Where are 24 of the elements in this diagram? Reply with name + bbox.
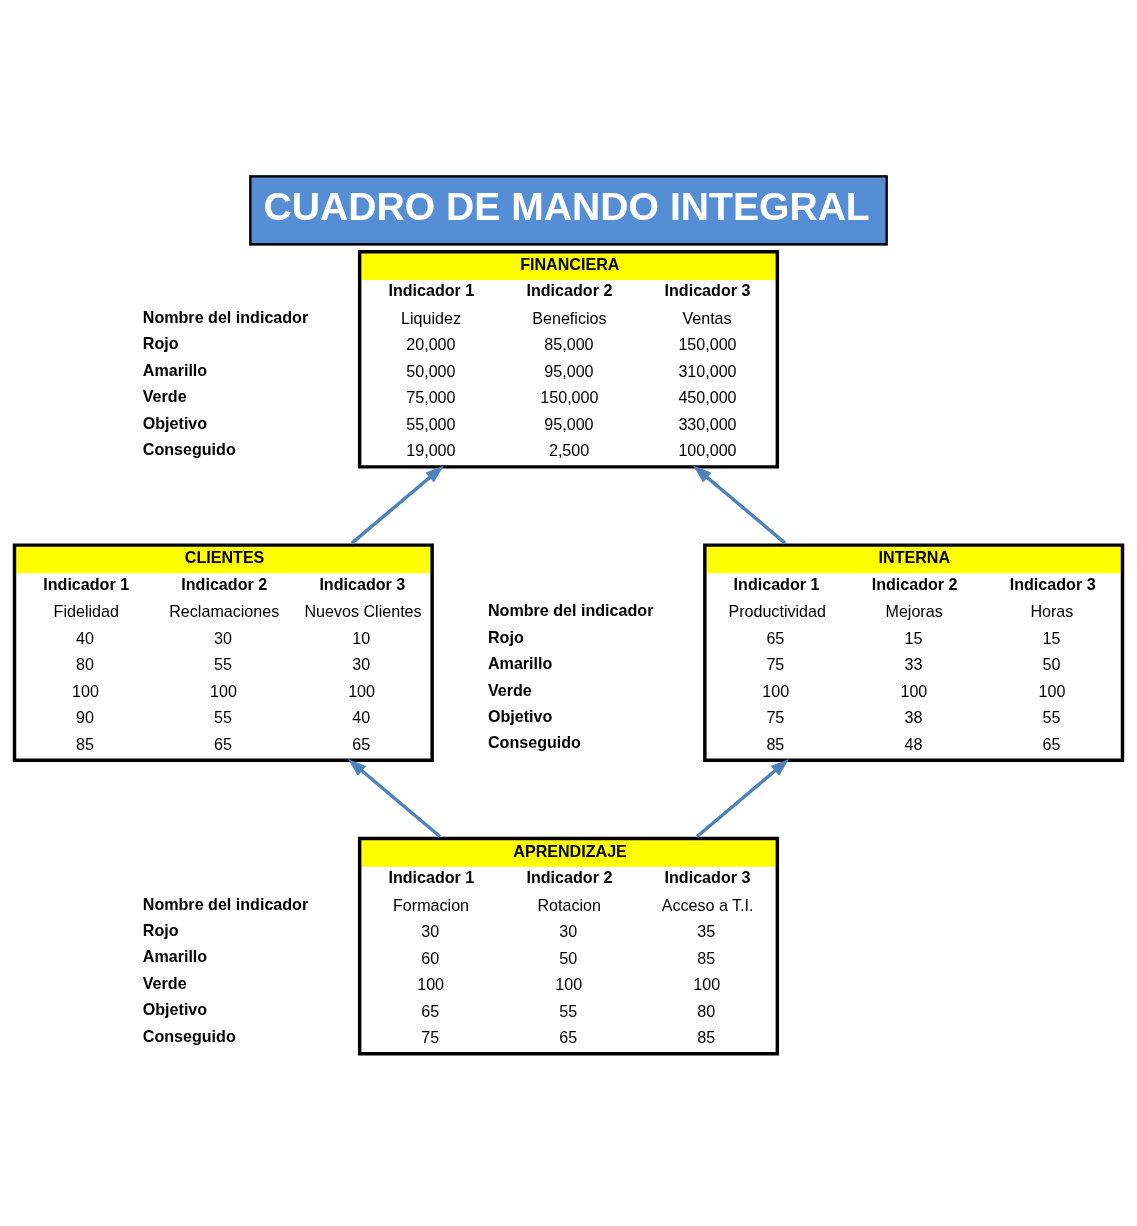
label: Objetivo (142, 413, 208, 432)
label: Rojo (142, 334, 179, 353)
label: Nombre del indicador (142, 894, 309, 913)
label: Nombre del indicador (142, 307, 309, 326)
arrow (350, 465, 444, 545)
arrow (695, 758, 790, 838)
label: Conseguido (142, 1026, 236, 1045)
label: Amarillo (487, 654, 553, 673)
arrow (347, 758, 442, 838)
label: Verde (487, 680, 532, 699)
label: Verde (142, 973, 187, 992)
label: Rojo (142, 920, 179, 939)
label: Amarillo (142, 360, 208, 379)
label: Amarillo (142, 947, 208, 966)
label: Objetivo (142, 1000, 208, 1019)
label: Conseguido (142, 440, 236, 459)
diagram-title: CUADRO DE MANDO INTEGRAL (263, 184, 870, 228)
node-box: APRENDIZAJE Indicador 1 Indicador 2 Indicador 3 Formacion Rotacion Acceso a T.I. 30 30 35 60 50 85 100 100 100 65 55 80 75 65 85 (357, 836, 780, 1056)
label: Rojo (487, 627, 524, 646)
arrow (693, 465, 787, 545)
label: Verde (142, 387, 187, 406)
label: Conseguido (487, 733, 581, 752)
label: Objetivo (487, 706, 553, 725)
label: Nombre del indicador (487, 601, 654, 620)
